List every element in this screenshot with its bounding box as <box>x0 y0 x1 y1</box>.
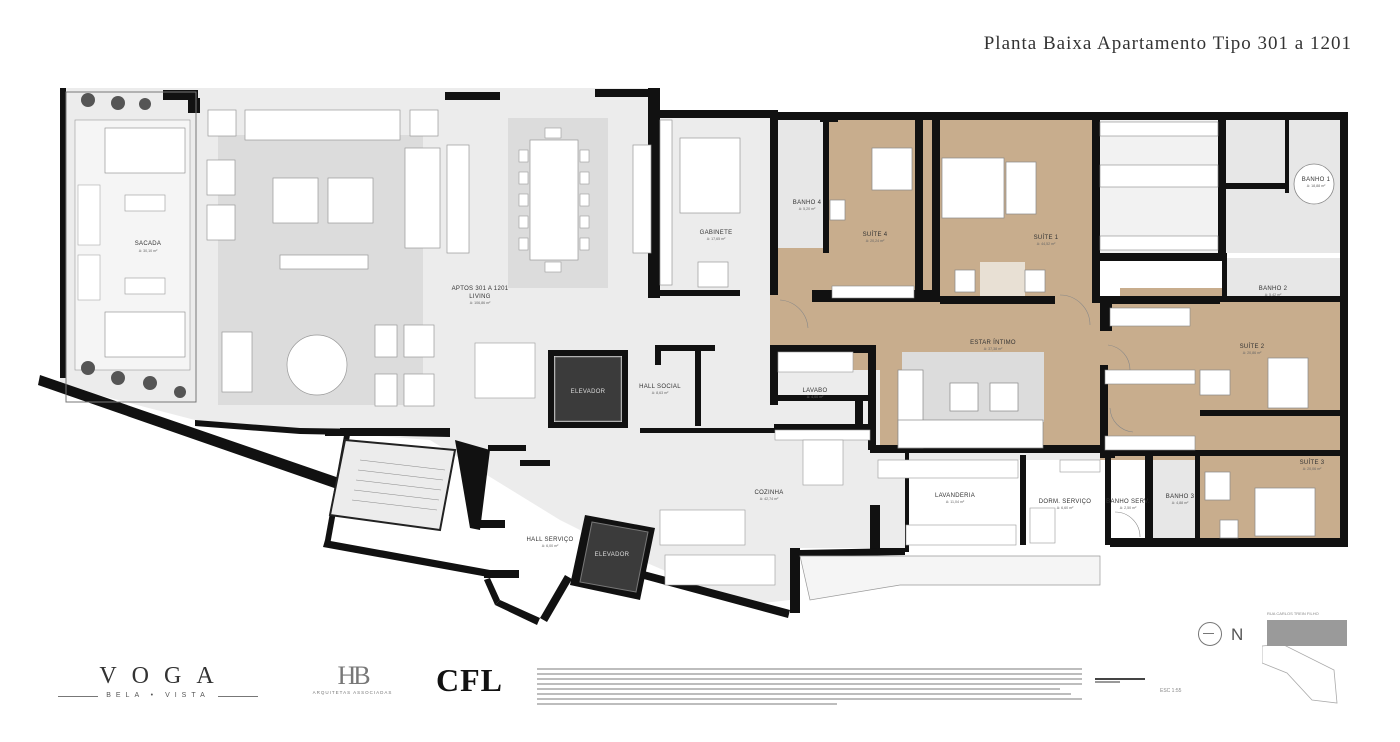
label-banhoserv: BANHO SERV. <box>1106 499 1150 505</box>
walls <box>38 88 1348 625</box>
label-estar: ESTAR ÍNTIMO <box>970 339 1016 346</box>
compass-letter: N <box>1231 625 1244 644</box>
floor-banho4 <box>775 118 827 248</box>
area-estar: A: 37,38 m² <box>984 347 1003 351</box>
label-hallservico: HALL SERVIÇO <box>527 537 574 543</box>
closets <box>831 121 1219 451</box>
voga-subtitle: BELA • VISTA <box>58 692 258 699</box>
hb-subtitle: ARQUITETAS ASSOCIADAS <box>312 690 393 695</box>
area-suite3: A: 20,06 m² <box>1303 467 1322 471</box>
area-suite1: A: 44,52 m² <box>1037 242 1056 246</box>
gabinete-chair <box>697 261 729 288</box>
logo-hb: HB ARQUITETAS ASSOCIADAS <box>300 661 405 696</box>
sacada-bench-left <box>77 184 101 246</box>
label-suite3: SUÍTE 3 <box>1300 459 1325 466</box>
compass-icon <box>1198 622 1222 646</box>
area-banho3: A: 4,88 m² <box>1172 501 1189 505</box>
voga-wordmark: VOGA <box>99 663 229 689</box>
kitchen-counters <box>474 342 1101 586</box>
gabinete-desk <box>679 137 741 214</box>
balcony-service <box>799 555 1101 601</box>
elevator-1-cab <box>554 356 622 422</box>
area-suite2: A: 20,86 m² <box>1243 351 1262 355</box>
area-hallservico: A: 6,00 m² <box>542 544 559 548</box>
area-hallsocial: A: 8,63 m² <box>652 391 669 395</box>
dining-chairs <box>518 127 590 273</box>
disclaimer-text <box>537 668 1082 708</box>
label-banho3: BANHO 3 <box>1166 494 1195 500</box>
label-elevador1: ELEVADOR <box>571 389 606 395</box>
logo-voga: VOGA BELA • VISTA <box>58 663 258 699</box>
label-gabinete: GABINETE <box>700 230 733 236</box>
area-gabinete: A: 17,65 m² <box>707 237 726 241</box>
sacada-table-2 <box>124 277 166 295</box>
gabinete-shelf <box>659 119 673 286</box>
floor-banho2 <box>1222 258 1344 300</box>
bathtub <box>1293 163 1335 205</box>
area-banho2: A: 5,42 m² <box>1265 293 1282 297</box>
area-dorm: A: 6,60 m² <box>1057 506 1074 510</box>
sacada-lounge-1 <box>104 127 186 174</box>
scale-bar <box>1095 678 1145 683</box>
label-dorm: DORM. SERVIÇO <box>1039 499 1091 505</box>
north-compass: N <box>1198 622 1258 650</box>
hb-mark: HB <box>337 661 370 690</box>
key-plan-building <box>1262 643 1338 704</box>
area-cozinha: A: 42,74 m² <box>760 497 779 501</box>
area-banhoserv: A: 2,50 m² <box>1120 506 1137 510</box>
door-swings <box>779 294 1141 538</box>
label-lavabo: LAVABO <box>803 388 828 394</box>
area-suite4: A: 20,24 m² <box>866 239 885 243</box>
bedroom-furniture <box>829 147 1316 539</box>
label-banho4: BANHO 4 <box>793 200 822 206</box>
elevator-2-cab <box>579 521 649 593</box>
living-furniture <box>206 109 652 407</box>
label-living: APTOS 301 A 1201 <box>452 286 509 292</box>
rug-suite1 <box>980 262 1025 300</box>
area-sacada: A: 30,10 m² <box>139 249 158 253</box>
scale-label: ESC 1:55 <box>1160 688 1182 694</box>
key-plan-block <box>1267 620 1347 646</box>
plan-title: Planta Baixa Apartamento Tipo 301 a 1201 <box>983 33 1352 54</box>
label-sacada: SACADA <box>135 241 161 247</box>
area-banho4: A: 5,20 m² <box>799 207 816 211</box>
key-plan <box>1262 620 1347 704</box>
area-living: A: 106,86 m² <box>470 301 491 305</box>
stair-steps <box>351 459 446 511</box>
label-banho2: BANHO 2 <box>1259 286 1288 292</box>
label-cozinha: COZINHA <box>754 490 783 496</box>
label-banho1: BANHO 1 <box>1302 177 1331 183</box>
sacada-outline <box>65 91 197 403</box>
sacada-bench-left-2 <box>77 254 101 301</box>
area-lavabo: A: 4,00 m² <box>807 395 824 399</box>
logo-cfl: CFL <box>436 662 503 698</box>
area-lavanderia: A: 11,04 m² <box>946 500 965 504</box>
label-living-sub: LIVING <box>469 294 491 300</box>
street-name: RUA CARLOS TREIN FILHO <box>1267 611 1319 616</box>
sacada-table-1 <box>124 194 166 212</box>
floor-banho3 <box>1152 460 1195 545</box>
plants-sacada <box>81 93 186 398</box>
sacada-lounge-2 <box>104 311 186 358</box>
area-banho1: A: 18,88 m² <box>1307 184 1326 188</box>
label-suite1: SUÍTE 1 <box>1034 234 1059 241</box>
label-elevador2: ELEVADOR <box>595 552 630 558</box>
stair-block <box>328 438 457 532</box>
label-hallsocial: HALL SOCIAL <box>639 384 681 390</box>
label-lavanderia: LAVANDERIA <box>935 493 975 499</box>
label-suite4: SUÍTE 4 <box>863 231 888 238</box>
label-suite2: SUÍTE 2 <box>1240 343 1265 350</box>
